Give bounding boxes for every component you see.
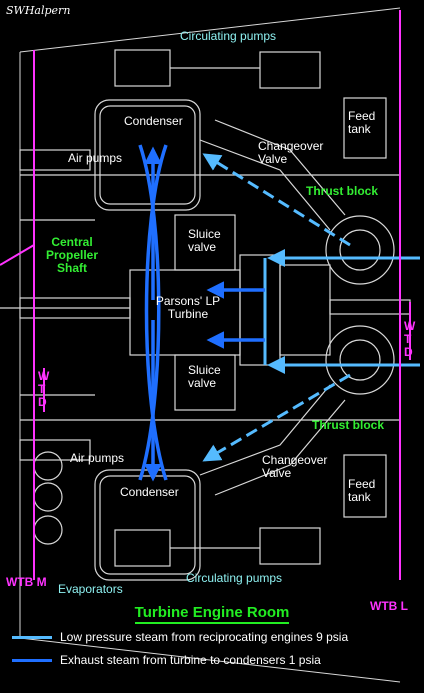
label-circulating-pumps-top: Circulating pumps <box>180 29 277 43</box>
label-wtd-right: W T D <box>404 319 416 359</box>
label-feed-tank-bottom: Feed tank <box>348 477 376 504</box>
label-wtb-l: WTB L <box>370 599 408 613</box>
label-wtd-left: W T D <box>38 369 50 409</box>
machinery-outline <box>0 49 411 581</box>
label-sluice-valve-bottom: Sluice valve <box>188 363 221 390</box>
label-thrust-block-bottom: Thrust block <box>312 418 385 432</box>
legend-text-low-pressure: Low pressure steam from reciprocating en… <box>60 630 349 644</box>
label-central-propeller-shaft: Central Propeller Shaft <box>45 235 99 275</box>
signature: SWHalpern <box>6 4 71 17</box>
label-circulating-pumps-bottom: Circulating pumps <box>186 571 283 585</box>
legend-swatch-exhaust <box>12 659 52 662</box>
label-turbine: Parsons' LP Turbine <box>155 294 221 321</box>
label-thrust-block-top: Thrust block <box>306 184 379 198</box>
legend-text-exhaust: Exhaust steam from turbine to condensers… <box>60 653 321 667</box>
label-changeover-valve-top: Changeover Valve <box>258 139 324 166</box>
exhaust-steam-flow <box>138 144 265 482</box>
label-air-pumps-top: Air pumps <box>68 151 123 165</box>
diagram-title: Turbine Engine Room <box>0 604 424 624</box>
label-condenser-bottom: Condenser <box>120 485 179 499</box>
label-feed-tank-top: Feed tank <box>348 109 376 136</box>
label-wtb-m: WTB M <box>6 575 47 589</box>
label-air-pumps-bottom: Air pumps <box>70 451 125 465</box>
legend-swatch-low-pressure <box>12 636 52 639</box>
label-sluice-valve-top: Sluice valve <box>188 227 221 254</box>
label-evaporators: Evaporators <box>58 582 123 596</box>
watertight-bulkheads <box>0 10 411 580</box>
low-pressure-steam-flow <box>202 153 420 462</box>
label-changeover-valve-bottom: Changeover Valve <box>262 453 328 480</box>
label-condenser-top: Condenser <box>124 114 183 128</box>
